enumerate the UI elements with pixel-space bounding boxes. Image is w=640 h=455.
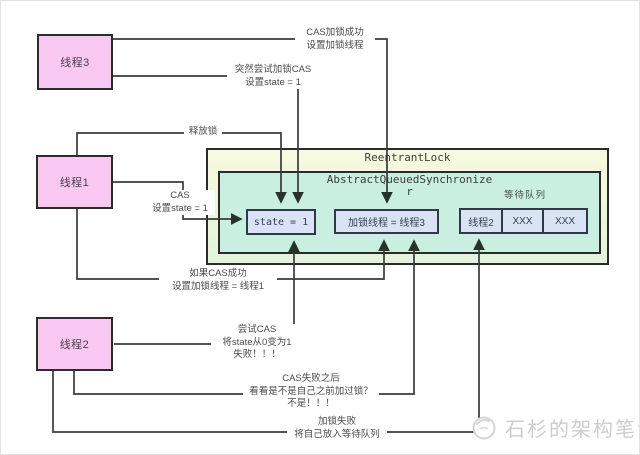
annotation-try-cas: 尝试CAS 将state从0变为1 失败！！！ <box>211 324 303 362</box>
queue-cell-xxx-1: XXX <box>501 208 544 234</box>
queue-cell-thread2: 线程2 <box>459 208 503 234</box>
thread1-box: 线程1 <box>36 155 113 209</box>
thread2-box: 线程2 <box>36 317 113 371</box>
watermark: 石杉的架构笔记 <box>469 412 639 442</box>
annotation-if-cas-success: 如果CAS成功 设置加锁线程 = 线程1 <box>159 268 277 294</box>
thread3-box: 线程3 <box>37 34 113 90</box>
annotation-cas-set-state: CAS 设置state = 1 <box>145 190 215 216</box>
queue-cell-xxx-2: XXX <box>542 208 588 234</box>
owner-thread-cell: 加锁线程 = 线程3 <box>334 209 439 234</box>
state-cell: state = 1 <box>246 209 316 235</box>
annotation-lock-fail: 加锁失败 将自己放入等待队列 <box>287 416 387 442</box>
annotation-cas-fail-check: CAS失败之后 看看是不是自己之前加过锁？ 不是！！！ <box>243 373 379 411</box>
reentrantlock-title: ReentrantLock <box>364 151 451 164</box>
watermark-text: 石杉的架构笔记 <box>505 418 639 441</box>
wait-queue-label: 等待队列 <box>503 190 546 201</box>
annotation-sudden-cas: 突然尝试加锁CAS 设置state = 1 <box>227 64 319 90</box>
annotation-release-lock: 释放锁 <box>184 126 222 139</box>
watermark-logo-icon <box>472 416 496 440</box>
annotation-cas-success: CAS加锁成功 设置加锁线程 <box>295 27 375 53</box>
